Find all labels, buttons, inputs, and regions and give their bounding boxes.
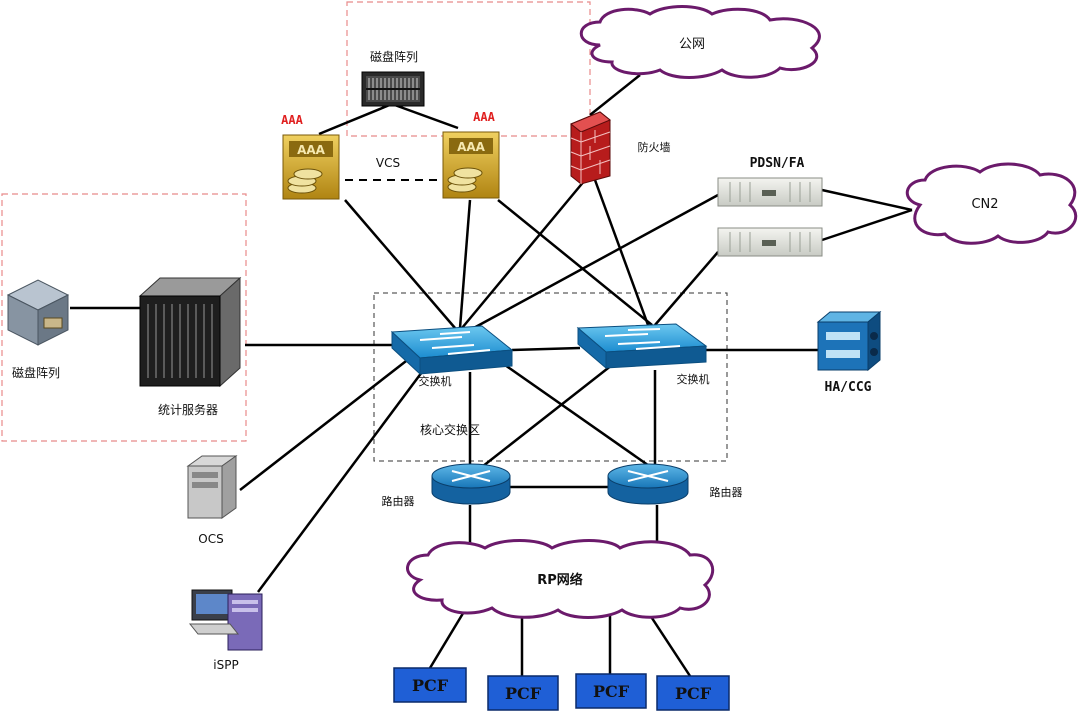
ispp-workstation: iSPP [188,589,263,672]
rack-router-icon [717,177,823,207]
public-net-label: 公网 [679,37,705,52]
switch-left: 交换机 [390,325,514,388]
core-zone-label: 核心交换区 [420,422,480,437]
pcf-2-label: PCF [505,684,542,703]
pcf-3-label: PCF [593,682,630,701]
cloud-icon [406,539,715,619]
links [70,74,913,677]
firewall: 防火墙 [570,111,671,185]
storage-zone-top [346,1,591,137]
pcf-1: PCF [393,667,467,703]
workstation-icon [188,589,263,651]
svg-text:AAA: AAA [457,140,486,154]
rp-network-label: RP网络 [537,572,583,588]
switch-left-label: 交换机 [419,374,452,388]
blade-server-icon [138,276,242,388]
switch-icon [576,323,708,370]
pdsn-fa: PDSN/FA [717,156,823,257]
svg-text:AAA: AAA [297,143,326,157]
ha-ccg: HA/CCG [816,310,882,395]
aaa-server-icon: AAA [282,134,340,200]
stats-zone-left [1,193,247,442]
tower-server-icon [186,455,238,519]
rack-router-icon [717,227,823,257]
disk-array-top-label: 磁盘阵列 [370,49,418,64]
ha-ccg-label: HA/CCG [825,380,872,395]
pcf-3: PCF [575,673,647,709]
cloud-icon [906,162,1078,245]
stats-server-label: 统计服务器 [158,402,218,417]
switch-right: 交换机 [576,323,710,386]
router-icon [607,463,689,505]
aaa-server-icon: AAA [442,131,500,199]
pcf-1-label: PCF [412,676,449,695]
switch-icon [390,325,514,376]
cn2-cloud: CN2 [906,162,1078,245]
aaa-server-left: AAA AAA [281,113,340,200]
cn2-label: CN2 [971,197,998,212]
router-right-label: 路由器 [710,485,743,499]
disk-array-icon [361,71,425,107]
aaa-server-right: AAA AAA [442,110,500,199]
public-net-cloud: 公网 [579,5,821,79]
aaa-right-label: AAA [473,110,495,124]
cloud-icon [579,5,821,79]
rp-network-cloud: RP网络 [406,539,715,619]
router-right: 路由器 [607,463,743,505]
switch-right-label: 交换机 [677,372,710,386]
firewall-icon [570,111,611,185]
ha-ccg-icon [816,310,882,372]
aaa-left-label: AAA [281,113,303,127]
pcf-4: PCF [656,675,730,711]
pcf-2: PCF [487,675,559,711]
vcs-label: VCS [376,156,400,170]
ocs-label: OCS [198,532,223,546]
firewall-label: 防火墙 [638,140,671,154]
ispp-label: iSPP [213,658,238,672]
router-icon [431,463,511,505]
disk-array-top: 磁盘阵列 [361,49,425,107]
storage-icon [6,279,70,346]
core-switch-zone [373,292,728,462]
ocs-server: OCS [186,455,238,546]
router-left-label: 路由器 [382,494,415,508]
pdsn-fa-label: PDSN/FA [750,156,805,171]
router-left: 路由器 [382,463,511,508]
pcf-4-label: PCF [675,684,712,703]
disk-array-left-label: 磁盘阵列 [12,365,60,380]
disk-array-left: 磁盘阵列 [6,279,70,380]
stats-server: 统计服务器 [138,276,242,417]
